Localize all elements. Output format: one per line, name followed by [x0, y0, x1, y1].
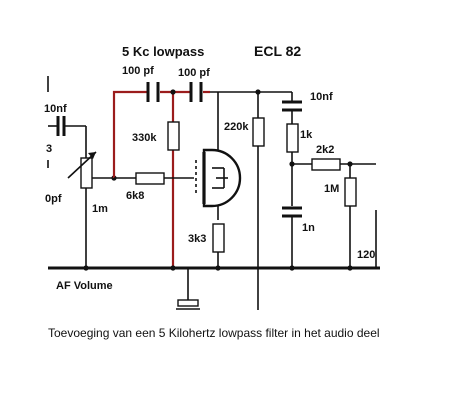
- resistor-6k8: [114, 172, 194, 185]
- label-cap-left-partial: 0pf: [45, 193, 62, 205]
- label-cap-input: 10nf: [44, 103, 67, 115]
- label-cap-lowpass-1: 100 pf: [122, 65, 154, 77]
- label-res-1M: 1M: [324, 183, 339, 195]
- lowpass-capacitor-1: [146, 82, 160, 102]
- diagram-caption: Toevoeging van een 5 Kilohertz lowpass f…: [48, 326, 380, 340]
- volume-potentiometer: [67, 126, 114, 268]
- label-res-3k3: 3k3: [188, 233, 206, 245]
- tube-ecl82: [195, 148, 242, 220]
- af-volume-label: AF Volume: [56, 280, 113, 292]
- resistor-1M: [344, 164, 357, 268]
- label-res-220k: 220k: [224, 121, 249, 133]
- resistor-1k: [286, 123, 299, 153]
- lowpass-capacitor-2: [189, 82, 203, 102]
- label-cap-1n: 1n: [302, 222, 315, 234]
- capacitor-1n: [282, 206, 302, 268]
- input-capacitor: [48, 116, 86, 136]
- label-res-330k: 330k: [132, 132, 157, 144]
- resistor-3k3: [212, 223, 225, 268]
- resistor-2k2: [292, 158, 376, 171]
- resistor-330k: [167, 121, 180, 151]
- label-res-1k: 1k: [300, 129, 313, 141]
- label-res-6k8: 6k8: [126, 190, 144, 202]
- resistor-220k: [252, 92, 265, 310]
- label-value-120: 120: [357, 249, 375, 261]
- lowpass-filter-wiring: [112, 90, 210, 268]
- label-left-partial: 3: [46, 143, 52, 155]
- capacitor-10nf-right: [282, 92, 302, 124]
- tube-label: ECL 82: [254, 43, 301, 59]
- filter-title: 5 Kc lowpass: [122, 44, 204, 59]
- label-res-2k2: 2k2: [316, 144, 334, 156]
- ground-symbol: [176, 268, 200, 310]
- label-cap-lowpass-2: 100 pf: [178, 67, 210, 79]
- label-cap-10nf-right: 10nf: [310, 91, 333, 103]
- label-pot-1m: 1m: [92, 203, 108, 215]
